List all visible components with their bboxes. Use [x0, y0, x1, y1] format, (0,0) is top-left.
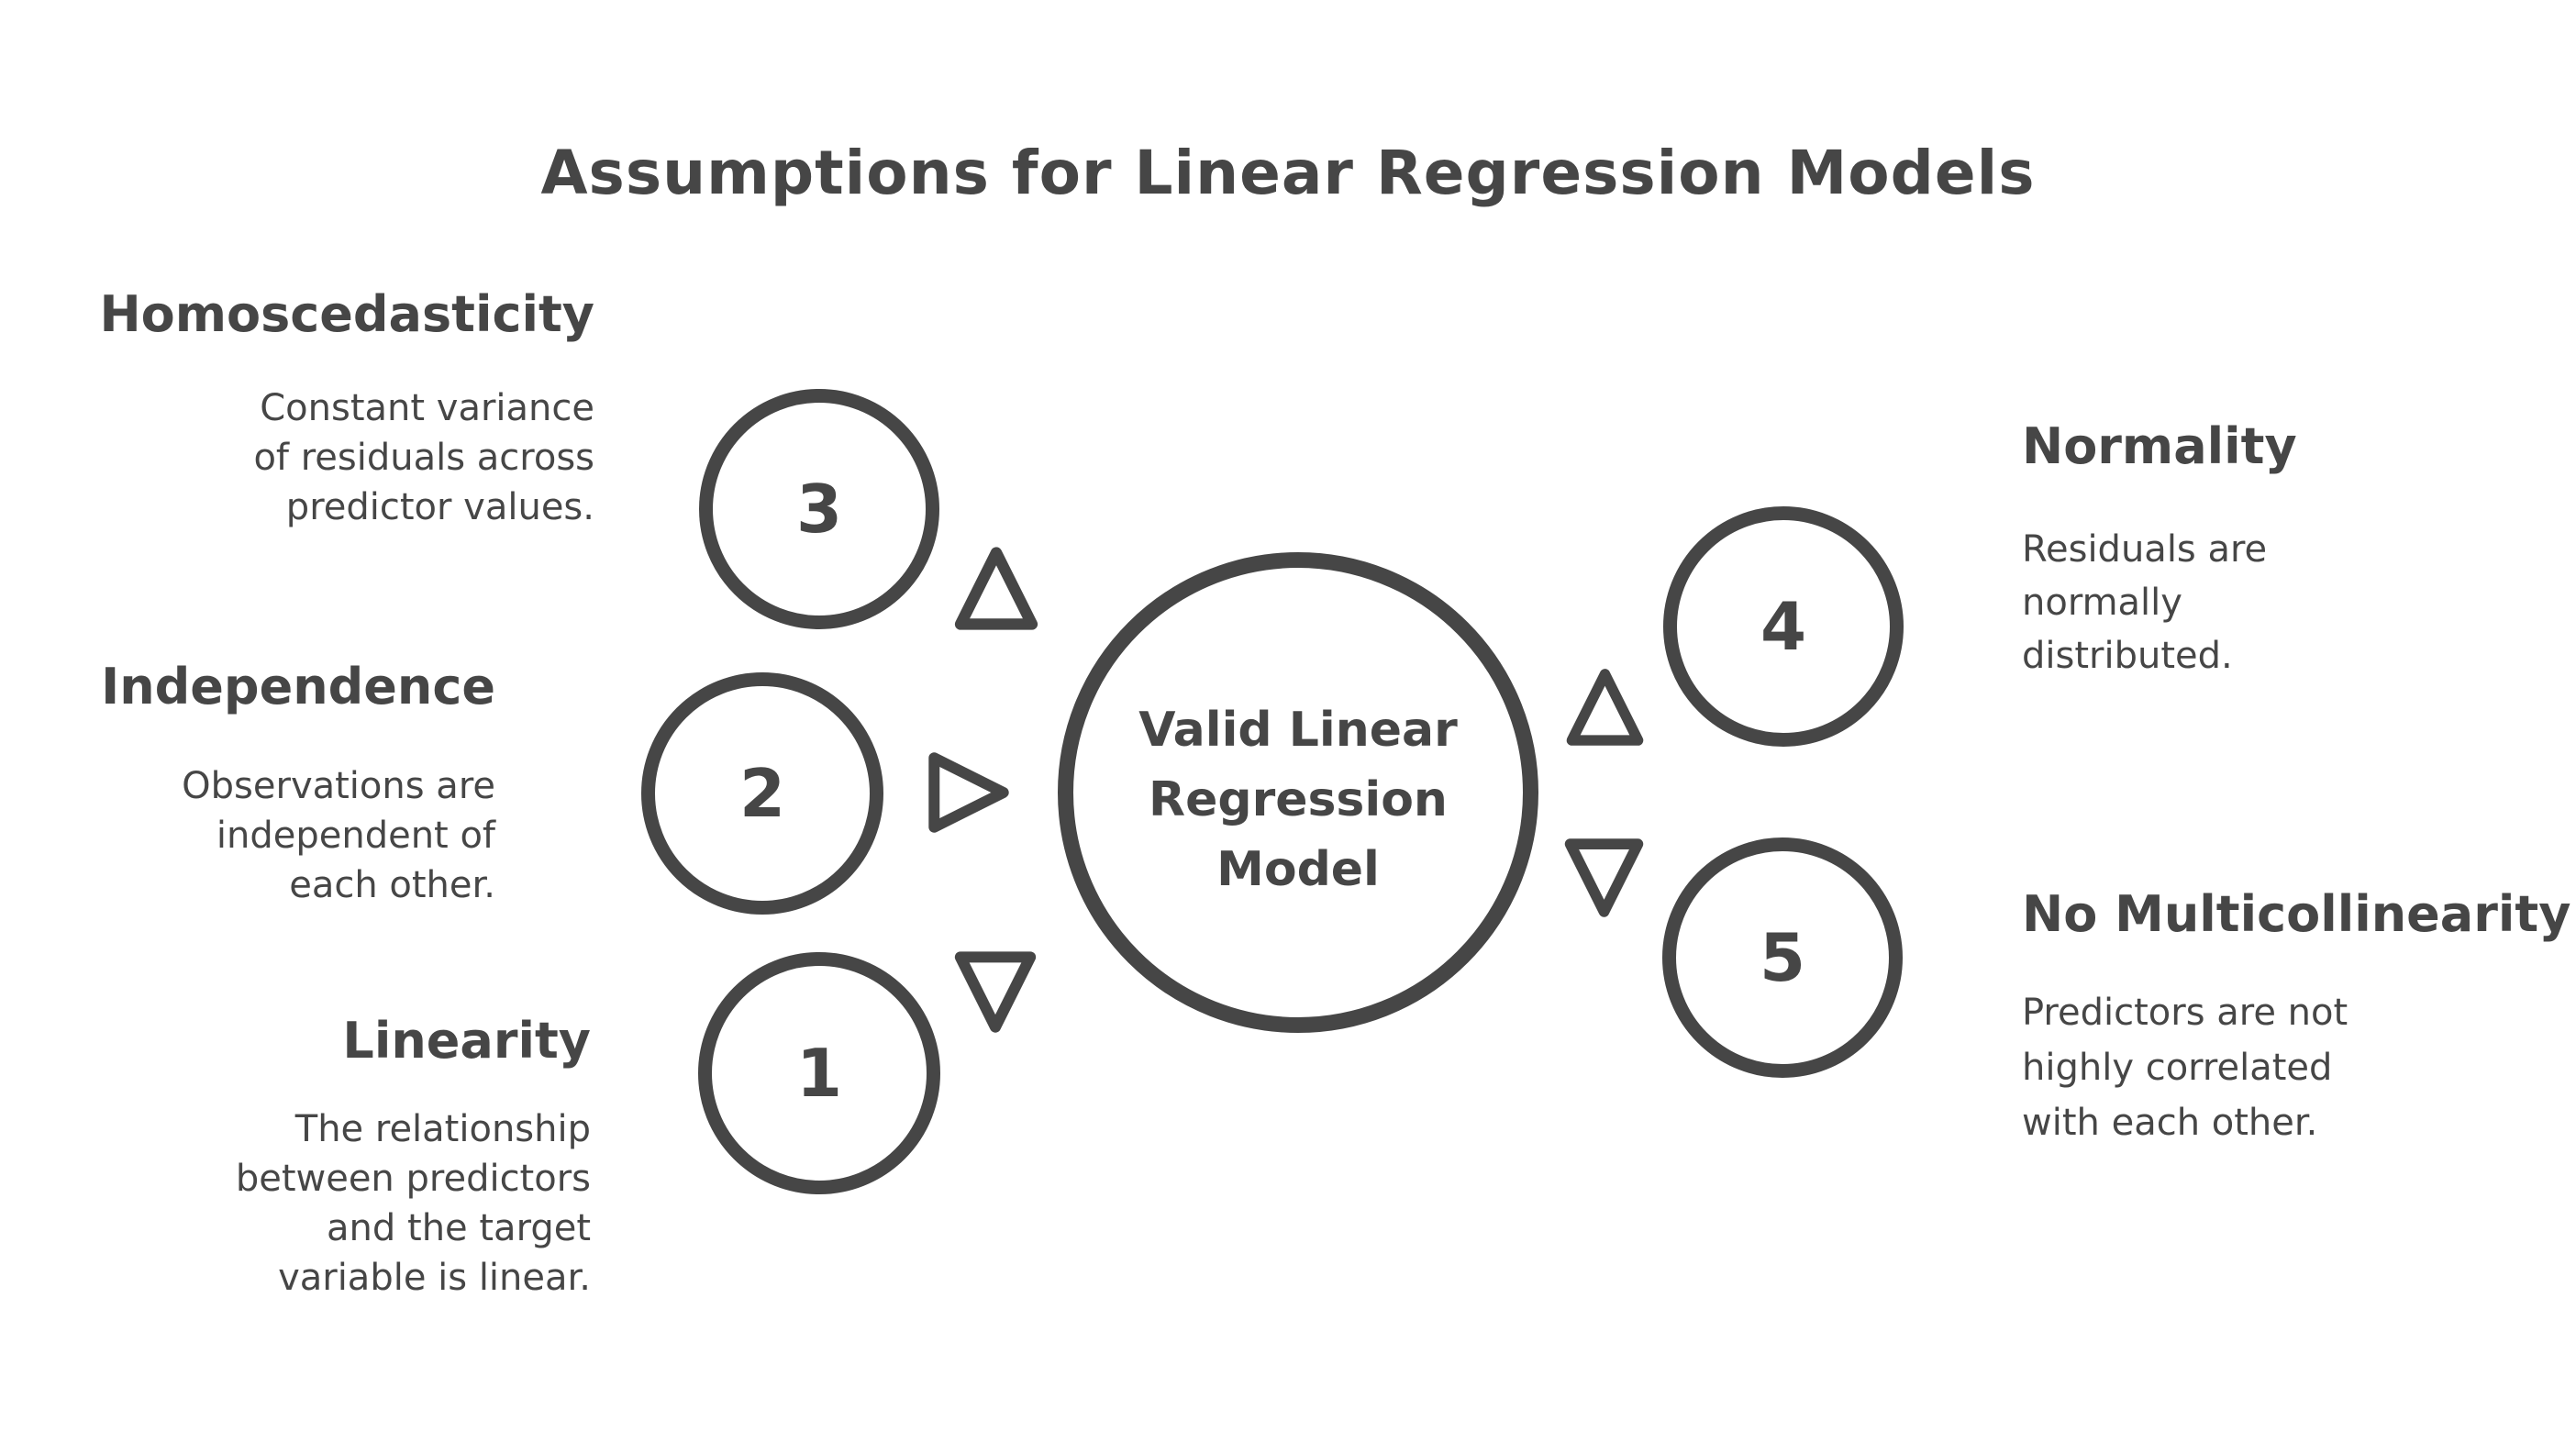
arrow-up-icon: [1561, 667, 1649, 748]
assumption-description-line: Residuals are: [2022, 528, 2268, 571]
node-circle-4: 4: [1663, 506, 1904, 747]
assumption-block-no-multicollinearity: No Multicollinearity Predictors are not …: [2022, 875, 2576, 1150]
assumption-description: The relationship between predictors and …: [132, 1104, 591, 1303]
assumption-description-line: predictor values.: [285, 486, 594, 528]
assumption-description-line: each other.: [289, 864, 495, 906]
center-circle: Valid Linear Regression Model: [1058, 552, 1538, 1033]
assumption-description-line: and the target: [327, 1207, 591, 1249]
node-number: 5: [1759, 919, 1806, 996]
assumption-description-line: Observations are: [182, 765, 495, 807]
center-label-line: Model: [1216, 842, 1380, 897]
assumption-description-line: of residuals across: [253, 437, 594, 479]
node-number: 3: [795, 471, 843, 548]
center-label: Valid Linear Regression Model: [1138, 695, 1457, 904]
arrow-down-icon: [1561, 837, 1647, 919]
assumption-heading: No Multicollinearity: [2022, 885, 2571, 943]
assumption-description: Predictors are not highly correlated wit…: [2022, 985, 2576, 1150]
center-label-line: Regression: [1149, 772, 1448, 827]
assumption-description: Constant variance of residuals across pr…: [81, 383, 594, 532]
assumption-description-line: variable is linear.: [278, 1257, 591, 1299]
node-circle-1: 1: [698, 952, 940, 1194]
node-number: 1: [795, 1035, 843, 1112]
assumption-description: Observations are independent of each oth…: [37, 761, 495, 910]
assumption-description-line: distributed.: [2022, 635, 2233, 677]
assumption-description-line: with each other.: [2022, 1102, 2318, 1144]
assumption-description-line: Constant variance: [260, 387, 594, 429]
assumption-description-line: Predictors are not: [2022, 992, 2348, 1034]
assumption-heading: Normality: [2022, 417, 2297, 475]
node-circle-3: 3: [699, 389, 939, 629]
node-number: 4: [1760, 588, 1807, 665]
node-number: 2: [738, 755, 786, 832]
assumption-block-homoscedasticity: Homoscedasticity Constant variance of re…: [81, 275, 594, 532]
assumption-heading: Homoscedasticity: [99, 285, 594, 343]
node-circle-5: 5: [1662, 837, 1903, 1078]
assumption-description-line: The relationship: [294, 1108, 591, 1150]
assumption-description: Residuals are normally distributed.: [2022, 523, 2536, 682]
assumption-block-linearity: Linearity The relationship between predi…: [132, 1002, 591, 1303]
assumption-heading: Linearity: [342, 1012, 591, 1070]
arrow-right-icon: [924, 750, 1014, 835]
center-label-line: Valid Linear: [1138, 703, 1458, 758]
assumption-block-independence: Independence Observations are independen…: [37, 648, 495, 910]
assumption-description-line: independent of: [216, 815, 495, 857]
arrow-down-icon: [951, 949, 1039, 1035]
assumption-heading: Independence: [101, 658, 495, 715]
assumption-description-line: between predictors: [235, 1158, 591, 1200]
assumption-description-line: highly correlated: [2022, 1047, 2333, 1089]
assumption-block-normality: Normality Residuals are normally distrib…: [2022, 407, 2536, 682]
node-circle-2: 2: [641, 672, 883, 915]
arrow-up-icon: [950, 545, 1042, 632]
page-title: Assumptions for Linear Regression Models: [540, 138, 2036, 208]
assumption-description-line: normally: [2022, 582, 2182, 624]
